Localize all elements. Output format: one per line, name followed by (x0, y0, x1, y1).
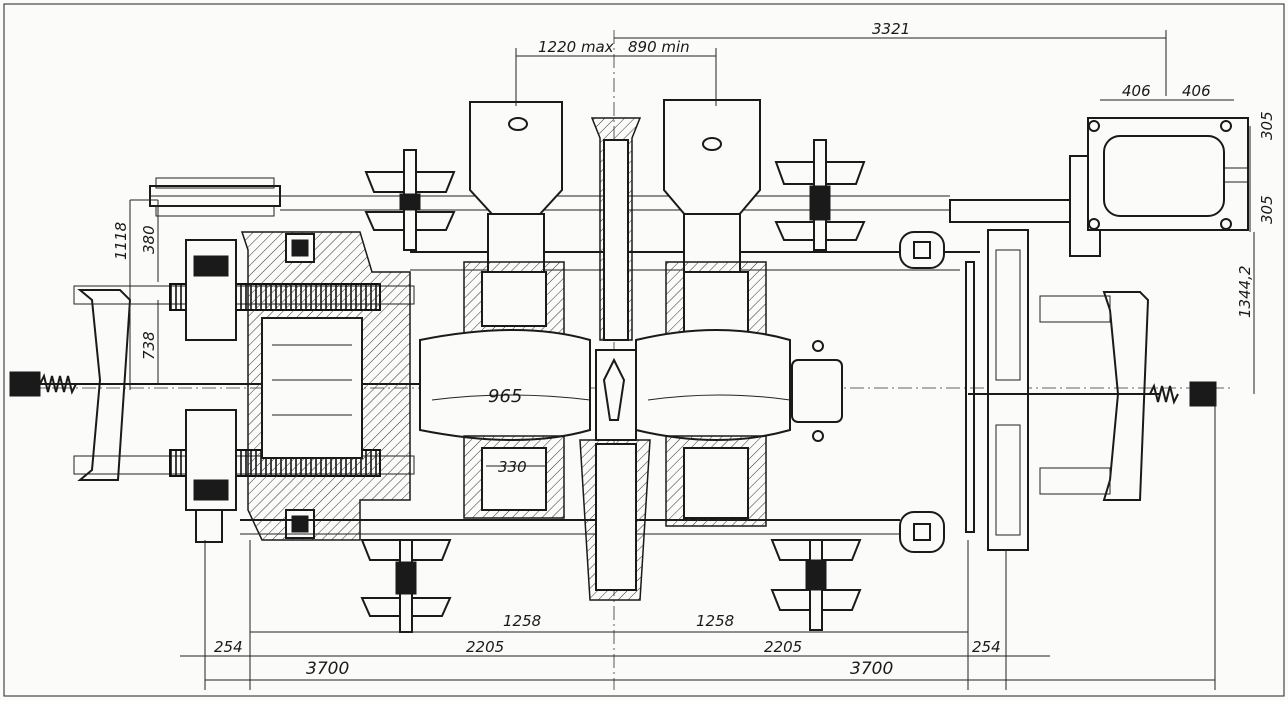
left-housing-window (261, 317, 363, 459)
left-pusher-assembly (9, 177, 420, 543)
left-handwheel (77, 289, 132, 481)
right-pusher-assembly (899, 199, 1217, 553)
right-chock-box (791, 340, 843, 442)
left-bottom-screwdown (360, 539, 452, 633)
dim-roll-diameter: 965 (488, 386, 522, 407)
dim-right-height: 1344,2 (1236, 266, 1254, 319)
right-frame-post (965, 261, 975, 533)
right-end-nut (1189, 381, 1217, 407)
dim-1118: 1118 (112, 222, 130, 260)
left-upper-gearbox (185, 239, 237, 341)
dim-min-gap: 890 min (628, 38, 690, 56)
dim-span-left: 2205 (466, 638, 504, 656)
dim-motor-h2: 305 (1258, 195, 1276, 224)
right-top-screwdown (774, 139, 866, 251)
dim-center-right: 1258 (696, 612, 734, 630)
dim-total-right: 3700 (850, 659, 893, 679)
right-handwheel (1102, 291, 1150, 501)
drawing-border (3, 3, 1285, 697)
dim-380: 380 (140, 225, 158, 254)
drive-motor (1069, 117, 1249, 257)
dim-motor-left: 406 (1122, 82, 1151, 100)
right-roll-assembly (635, 99, 791, 527)
dim-edge-left: 254 (214, 638, 243, 656)
dim-roll-width: 330 (498, 458, 527, 476)
right-roll-body (635, 329, 791, 441)
dim-edge-right: 254 (972, 638, 1001, 656)
dimension-lines (130, 30, 1255, 690)
dim-center-left: 1258 (503, 612, 541, 630)
right-bottom-screwdown (770, 539, 862, 631)
right-upper-chock (663, 99, 761, 217)
dim-span-right: 2205 (764, 638, 802, 656)
dim-motor-h1: 305 (1258, 111, 1276, 140)
center-guide (579, 117, 651, 601)
left-roll-assembly (419, 101, 591, 519)
dim-738: 738 (140, 331, 158, 360)
dim-top-span: 3321 (872, 20, 910, 38)
dim-motor-right: 406 (1182, 82, 1211, 100)
left-top-screwdown (364, 149, 456, 251)
dim-total-left: 3700 (306, 659, 349, 679)
left-roll-body (419, 329, 591, 441)
left-end-nut (9, 371, 41, 397)
dim-max-gap: 1220 max (538, 38, 614, 56)
